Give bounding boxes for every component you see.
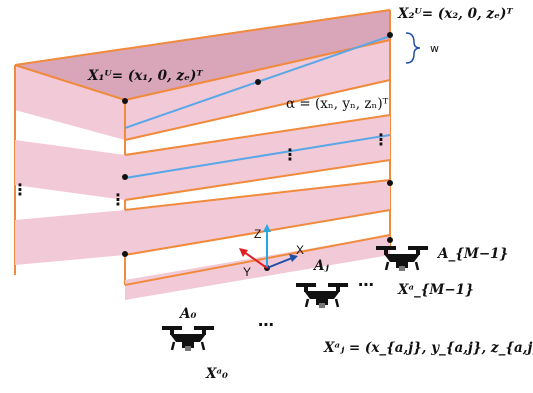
point-alpha xyxy=(255,79,261,85)
label-alpha: α = (xₙ, yₙ, zₙ)ᵀ xyxy=(286,96,389,112)
label-x2u: X₂ᵁ= (x₂, 0, zₑ)ᵀ xyxy=(397,6,513,22)
hdots-lower: ⋯ xyxy=(258,315,274,334)
point-low-right xyxy=(387,237,393,243)
width-brace xyxy=(405,32,421,64)
label-am1: A_{M−1} xyxy=(436,246,508,262)
blue-line-mid xyxy=(124,134,391,179)
label-a0: A₀ xyxy=(178,306,196,322)
middle-slab xyxy=(15,114,391,201)
axis-label-y: Y xyxy=(243,265,251,279)
vdots-left: ⋮ xyxy=(12,180,28,199)
lower-slab xyxy=(15,179,391,265)
point-x2u xyxy=(387,32,393,38)
top-slab xyxy=(14,9,391,285)
label-x1u: X₁ᵁ= (x₁, 0, zₑ)ᵀ xyxy=(87,68,203,84)
bottom-slab xyxy=(124,234,391,300)
point-mid-right xyxy=(387,180,393,186)
point-low-left xyxy=(122,251,128,257)
label-xam1: Xᵃ_{M−1} xyxy=(397,282,474,298)
axis-label-x: X xyxy=(296,243,304,257)
label-xa0: Xᵃ₀ xyxy=(205,366,228,382)
vdots-mid: ⋮ xyxy=(110,190,126,209)
coordinate-axes xyxy=(239,224,298,269)
vdots-right: ⋮ xyxy=(373,130,389,149)
hdots-upper: ⋯ xyxy=(358,275,374,294)
point-mid-left xyxy=(122,174,128,180)
label-aj: Aⱼ xyxy=(312,258,329,274)
vdots-center: ⋮ xyxy=(282,145,298,164)
label-xaj: Xᵃⱼ = (x_{a,j}, y_{a,j}, z_{a,j})ᵀ xyxy=(323,340,533,356)
drone-icon xyxy=(374,244,430,273)
drone-icon xyxy=(160,324,216,353)
label-width: w xyxy=(430,42,439,55)
drone-icon xyxy=(294,281,350,310)
point-x1u xyxy=(122,98,128,104)
axis-label-z: Z xyxy=(254,227,261,241)
